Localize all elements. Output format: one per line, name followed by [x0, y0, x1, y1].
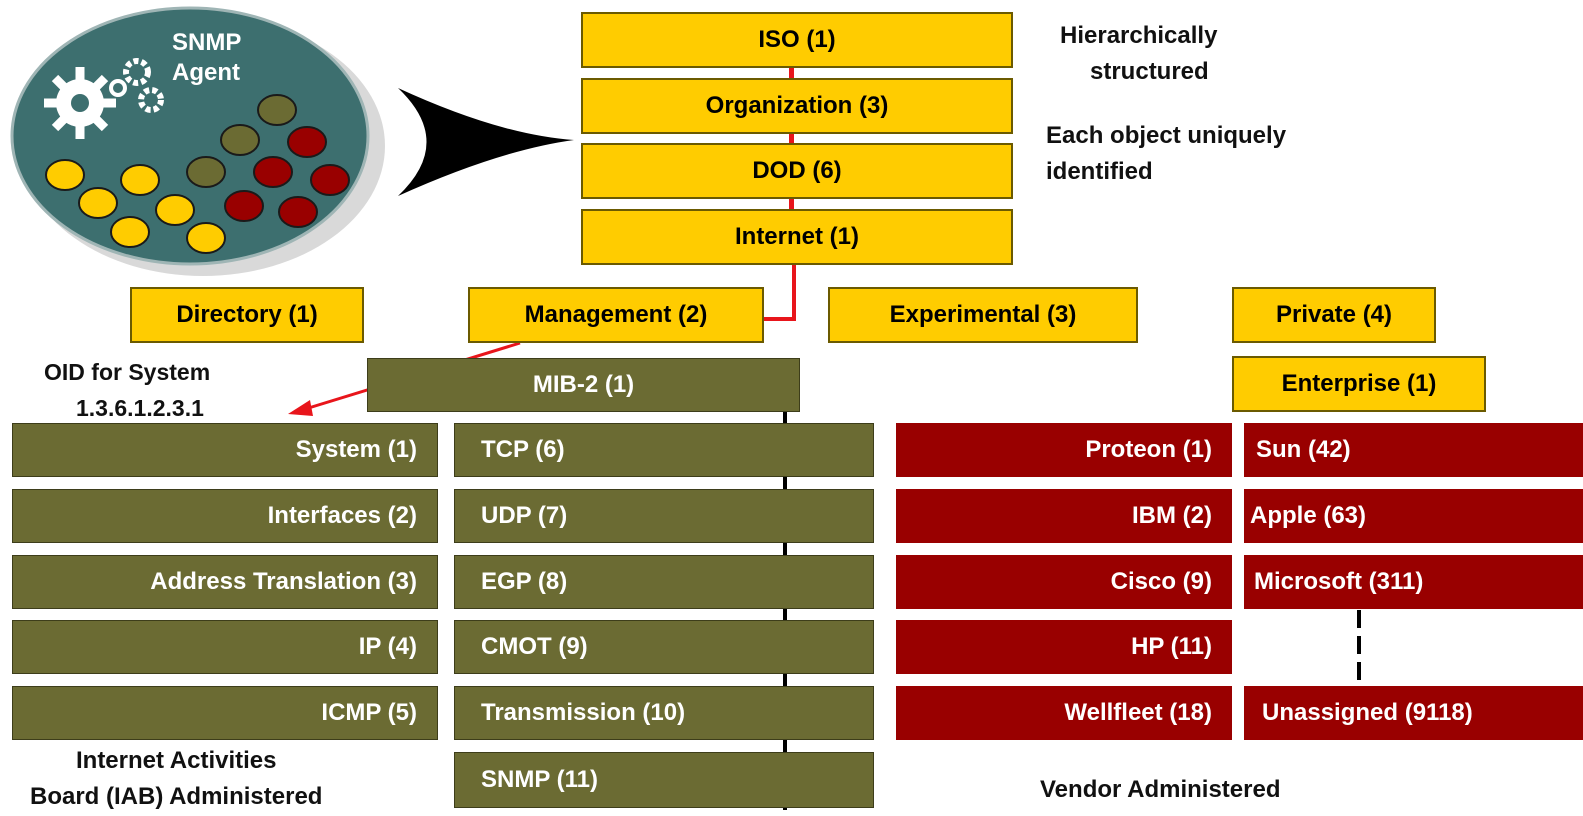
node-iso: ISO (1) [581, 12, 1013, 68]
vendor-sun: Sun (42) [1244, 423, 1583, 477]
note-unique-line2: identified [1046, 158, 1153, 185]
note-iab-line2: Board (IAB) Administered [30, 783, 323, 810]
note-hierarchical: Hierarchically structured [1060, 18, 1217, 90]
note-oid-line1: OID for System [44, 359, 211, 385]
node-private: Private (4) [1232, 287, 1436, 343]
agent-title-line1: SNMP [172, 29, 242, 56]
mib-object-snmp: SNMP (11) [454, 752, 874, 808]
node-experimental: Experimental (3) [828, 287, 1138, 343]
node-dod: DOD (6) [581, 143, 1013, 199]
small-gear-icon [109, 58, 164, 113]
note-unique: Each object uniquely identified [1046, 118, 1286, 190]
note-iab-line1: Internet Activities [75, 747, 277, 774]
pointer-arrow [398, 88, 574, 196]
mib-object-udp: UDP (7) [454, 489, 874, 543]
mib-object-address-translation: Address Translation (3) [12, 555, 438, 609]
vendor-microsoft: Microsoft (311) [1244, 555, 1583, 609]
mib-object-icmp: ICMP (5) [12, 686, 438, 740]
connector [789, 132, 794, 146]
mib-objects [45, 94, 350, 254]
mib-object-transmission: Transmission (10) [454, 686, 874, 740]
oid-arrowhead [288, 400, 313, 416]
node-internet: Internet (1) [581, 209, 1013, 265]
node-organization: Organization (3) [581, 78, 1013, 134]
vendor-wellfleet: Wellfleet (18) [896, 686, 1232, 740]
note-iab: Internet Activities Board (IAB) Administ… [30, 743, 322, 815]
vendor-hp: HP (11) [896, 620, 1232, 674]
mib-object-cmot: CMOT (9) [454, 620, 874, 674]
vendor-dash-line [1357, 610, 1361, 686]
note-oid-line2: 1.3.6.1.2.3.1 [76, 395, 204, 421]
connector [789, 66, 794, 80]
mib-object-interfaces: Interfaces (2) [12, 489, 438, 543]
note-oid: OID for System 1.3.6.1.2.3.1 [44, 354, 210, 426]
note-unique-line1: Each object uniquely [1046, 122, 1287, 149]
connector [789, 197, 794, 211]
vendor-unassigned: Unassigned (9118) [1244, 686, 1583, 740]
node-enterprise: Enterprise (1) [1232, 356, 1486, 412]
mib-trunk [783, 412, 787, 810]
node-mib2: MIB-2 (1) [367, 358, 800, 412]
mib-object-egp: EGP (8) [454, 555, 874, 609]
mib-object-ip: IP (4) [12, 620, 438, 674]
note-vendor: Vendor Administered [1040, 776, 1281, 803]
gear-icon [44, 67, 116, 139]
connector [762, 317, 796, 321]
connector [792, 264, 796, 320]
agent-title: SNMP Agent [172, 28, 241, 88]
agent-title-line2: Agent [172, 59, 240, 86]
vendor-apple: Apple (63) [1244, 489, 1583, 543]
node-directory: Directory (1) [130, 287, 364, 343]
vendor-proteon: Proteon (1) [896, 423, 1232, 477]
mib-object-system: System (1) [12, 423, 438, 477]
node-management: Management (2) [468, 287, 764, 343]
note-hierarchical-line1: Hierarchically [1060, 22, 1218, 49]
vendor-ibm: IBM (2) [896, 489, 1232, 543]
vendor-cisco: Cisco (9) [896, 555, 1232, 609]
note-hierarchical-line2: structured [1090, 58, 1209, 85]
mib-object-tcp: TCP (6) [454, 423, 874, 477]
